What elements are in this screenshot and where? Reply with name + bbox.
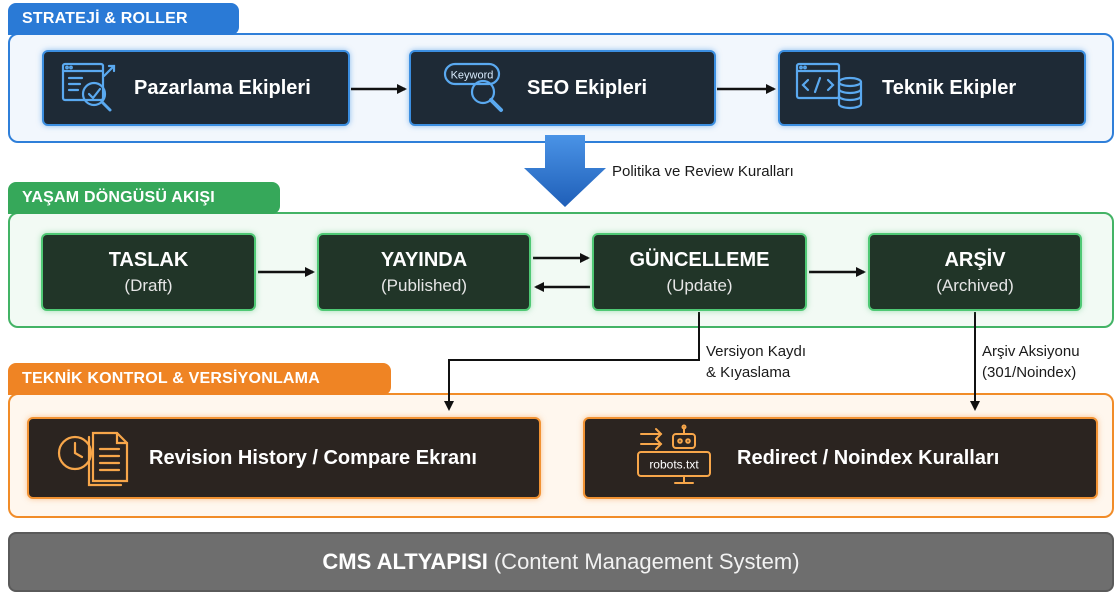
- stage-draft-subtitle: (Draft): [124, 275, 173, 295]
- stage-draft-title: TASLAK: [108, 248, 189, 271]
- version-annotation-line-1: Versiyon Kaydı: [706, 343, 807, 360]
- stage-archived: ARŞİV (Archived): [868, 233, 1082, 311]
- stage-published: YAYINDA (Published): [317, 233, 531, 311]
- role-technical-label: Teknik Ekipler: [882, 76, 1017, 99]
- redirect-rules-label: Redirect / Noindex Kuralları: [737, 446, 1000, 469]
- role-seo: Keyword SEO Ekipleri: [409, 50, 716, 126]
- stage-archived-title: ARŞİV: [944, 248, 1006, 271]
- marketing-analytics-icon: [60, 58, 120, 119]
- role-seo-label: SEO Ekipleri: [527, 76, 648, 99]
- redirect-rules-box: robots.txt Redirect / Noindex Kuralları: [583, 417, 1098, 499]
- cms-subtitle: (Content Management System): [493, 549, 800, 574]
- role-technical: Teknik Ekipler: [778, 50, 1086, 126]
- stage-update-subtitle: (Update): [666, 275, 733, 295]
- stage-draft: TASLAK (Draft): [41, 233, 256, 311]
- cms-title: CMS ALTYAPISI: [322, 549, 488, 574]
- archive-annotation-line-1: Arşiv Aksiyonu: [982, 343, 1080, 360]
- clock-document-icon: [55, 425, 135, 492]
- archive-annotation: Arşiv Aksiyonu (301/Noindex): [982, 341, 1080, 383]
- role-marketing-label: Pazarlama Ekipleri: [134, 76, 311, 99]
- stage-published-title: YAYINDA: [380, 248, 468, 271]
- technical-section-label: TEKNİK KONTROL & VERSİYONLAMA: [8, 363, 391, 395]
- stage-published-subtitle: (Published): [381, 275, 467, 295]
- stage-archived-subtitle: (Archived): [936, 275, 1014, 295]
- keyword-icon-text: Keyword: [451, 69, 494, 81]
- strategy-section-label: STRATEJİ & ROLLER: [8, 3, 239, 35]
- cms-infrastructure-bar: CMS ALTYAPISI (Content Management System…: [8, 532, 1114, 592]
- keyword-search-icon: Keyword: [441, 58, 511, 119]
- version-annotation-line-2: & Kıyaslama: [706, 364, 791, 381]
- policy-down-arrow: [524, 135, 606, 207]
- role-marketing: Pazarlama Ekipleri: [42, 50, 350, 126]
- robot-robots-txt-icon: robots.txt: [635, 424, 715, 493]
- policy-label: Politika ve Review Kuralları: [612, 163, 794, 180]
- version-annotation: Versiyon Kaydı & Kıyaslama: [706, 341, 806, 383]
- stage-update: GÜNCELLEME (Update): [592, 233, 807, 311]
- archive-annotation-line-2: (301/Noindex): [982, 364, 1077, 381]
- robots-txt-icon-text: robots.txt: [649, 457, 699, 471]
- arrow-update-to-revision: [444, 312, 700, 411]
- code-database-icon: [794, 58, 866, 119]
- revision-history-box: Revision History / Compare Ekranı: [27, 417, 541, 499]
- lifecycle-section-label: YAŞAM DÖNGÜSÜ AKIŞI: [8, 182, 280, 214]
- revision-history-label: Revision History / Compare Ekranı: [149, 446, 477, 469]
- stage-update-title: GÜNCELLEME: [629, 248, 770, 271]
